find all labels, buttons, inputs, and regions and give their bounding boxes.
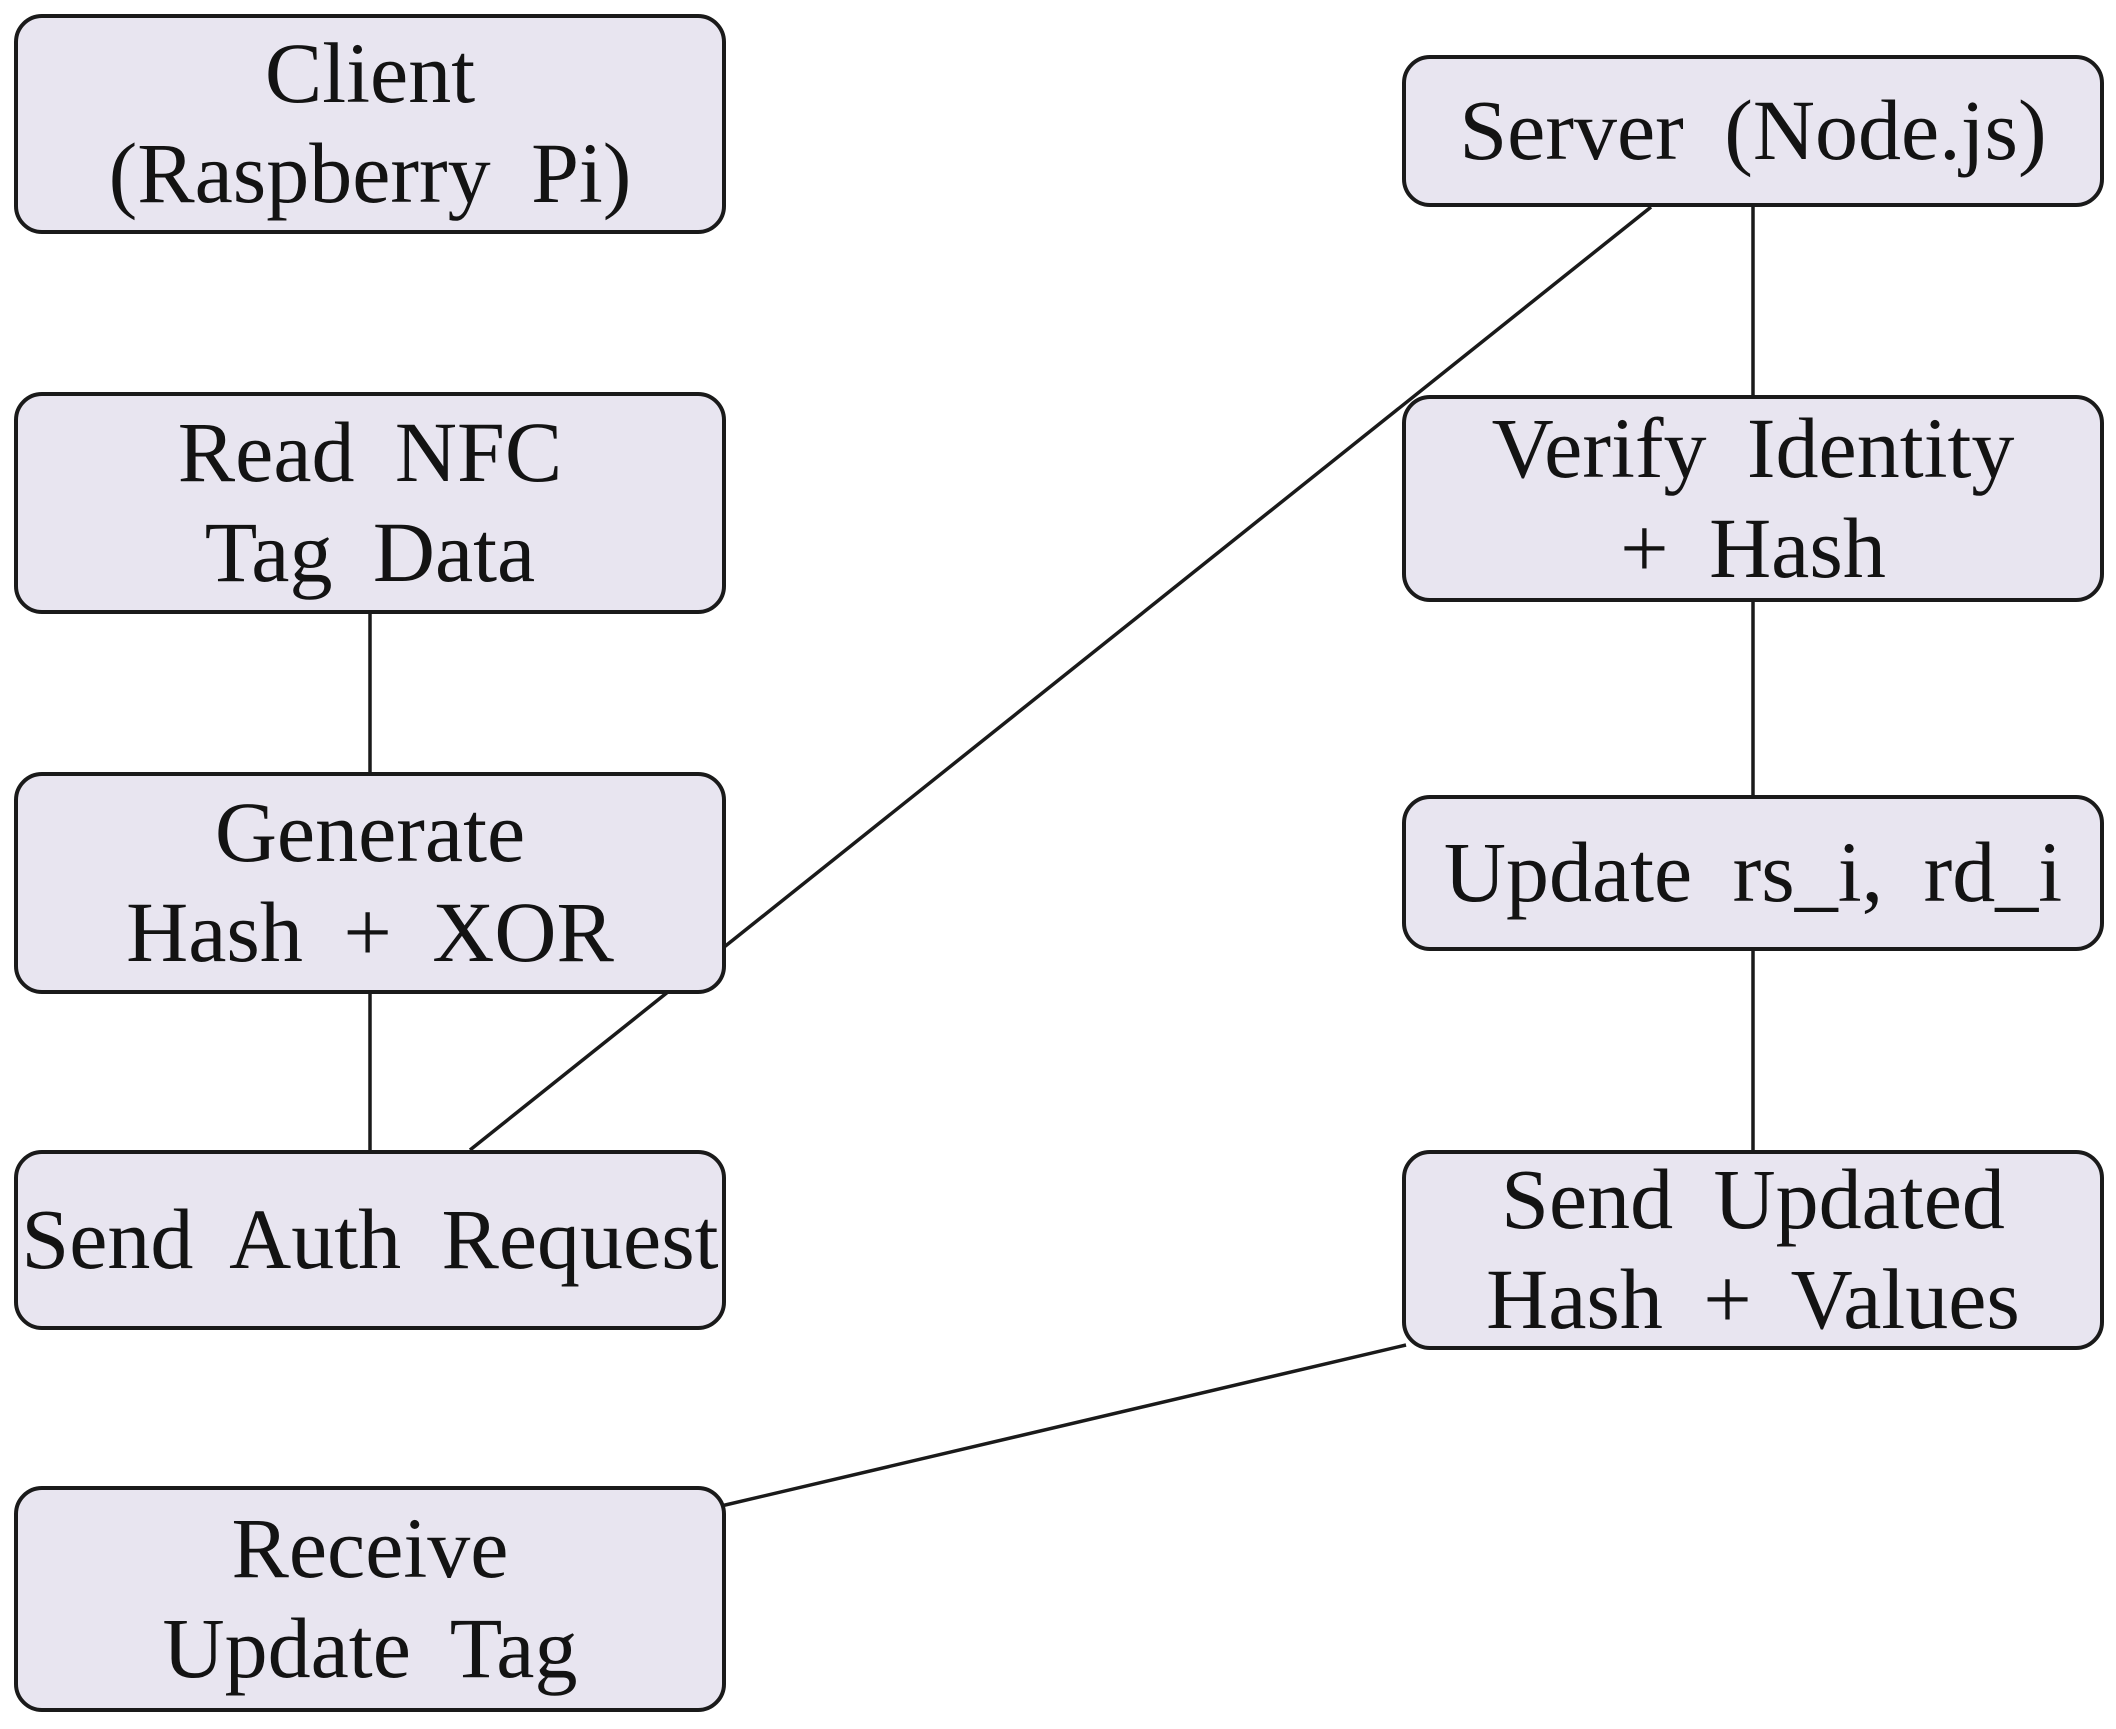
node-verify-label-line-2: + Hash: [1620, 499, 1886, 596]
node-update-rs-label-line-1: Update rs_i, rd_i: [1443, 824, 2063, 921]
edge-send-auth-to-server: [468, 205, 1653, 1152]
node-read-nfc-label-line-1: Read NFC: [177, 404, 563, 501]
node-client-label-line-1: Client: [264, 25, 476, 122]
node-server-label-line-1: Server (Node.js): [1459, 82, 2047, 179]
node-generate-hash-label-line-1: Generate: [214, 784, 526, 881]
node-verify-label-line-1: Verify Identity: [1491, 399, 2015, 496]
node-send-updated-label-line-2: Hash + Values: [1486, 1251, 2020, 1347]
node-update-rs: Update rs_i, rd_i: [1402, 795, 2104, 951]
node-read-nfc-label-line-2: Tag Data: [204, 504, 536, 600]
node-receive-update-label-line-1: Receive: [231, 1500, 509, 1597]
edge-send-updated-to-receive-update: [720, 1343, 1407, 1508]
node-client: Client(Raspberry Pi): [14, 14, 726, 234]
node-verify: Verify Identity+ Hash: [1402, 395, 2104, 602]
node-receive-update-label-line-2: Update Tag: [162, 1600, 578, 1696]
node-generate-hash-label-line-2: Hash + XOR: [126, 884, 614, 980]
node-server: Server (Node.js): [1402, 55, 2104, 207]
node-send-updated-label-line-1: Send Updated: [1501, 1151, 2005, 1248]
node-send-auth: Send Auth Request: [14, 1150, 726, 1330]
node-client-label-line-2: (Raspberry Pi): [108, 125, 632, 221]
node-send-auth-label-line-1: Send Auth Request: [21, 1191, 719, 1288]
